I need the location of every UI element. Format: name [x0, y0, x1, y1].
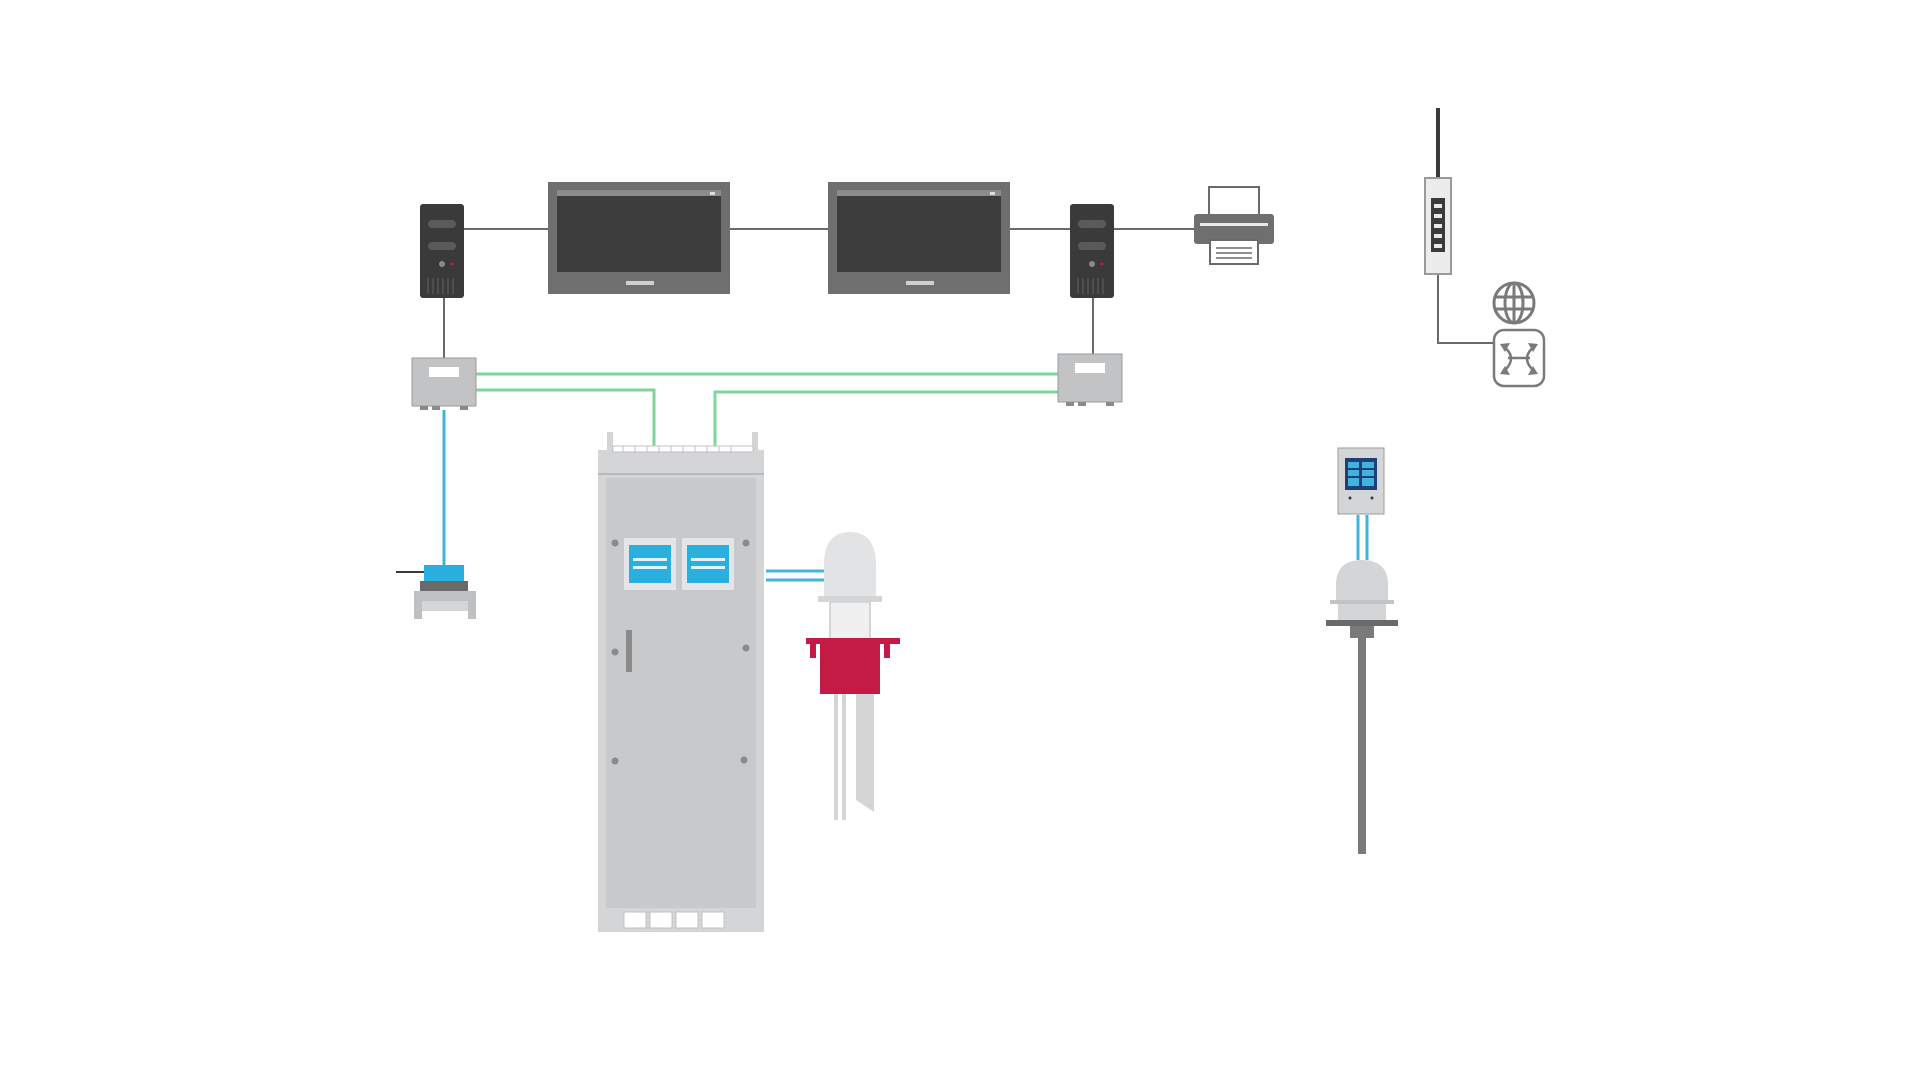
- monitor-icon: [828, 182, 1010, 294]
- remote-arrows-icon: [1492, 328, 1546, 388]
- probe-icon: [1326, 560, 1398, 854]
- field-transmitter: [414, 565, 476, 619]
- switch-icon: [1057, 353, 1123, 406]
- server-tower-right: [1070, 204, 1114, 298]
- wireless-router: [1424, 108, 1452, 275]
- cabinet-icon: [598, 432, 764, 932]
- router-antenna-icon: [1424, 108, 1452, 275]
- probe-icon: [806, 532, 900, 820]
- monitor-right: [828, 182, 1010, 294]
- transmitter-icon: [414, 565, 476, 619]
- internet: [1492, 281, 1536, 325]
- switch-icon: [411, 357, 477, 410]
- display-controller: [1337, 447, 1385, 515]
- bus-line-3: [713, 390, 1060, 446]
- monitor-left: [548, 182, 730, 294]
- network-switch-left: [411, 357, 477, 410]
- network-switch-right: [1057, 353, 1123, 406]
- remote-access: [1492, 328, 1546, 388]
- server-tower-icon: [420, 204, 464, 298]
- globe-icon: [1492, 281, 1536, 325]
- insertion-probe: [1326, 560, 1398, 854]
- printer: [1194, 186, 1274, 265]
- server-tower-icon: [1070, 204, 1114, 298]
- control-cabinet: [598, 432, 764, 932]
- router-link: [1437, 272, 1496, 344]
- printer-icon: [1194, 186, 1274, 265]
- bus-line-2: [476, 388, 656, 446]
- server-tower-left: [420, 204, 464, 298]
- monitor-icon: [548, 182, 730, 294]
- flanged-probe-analyzer: [806, 532, 900, 820]
- controller-icon: [1337, 447, 1385, 515]
